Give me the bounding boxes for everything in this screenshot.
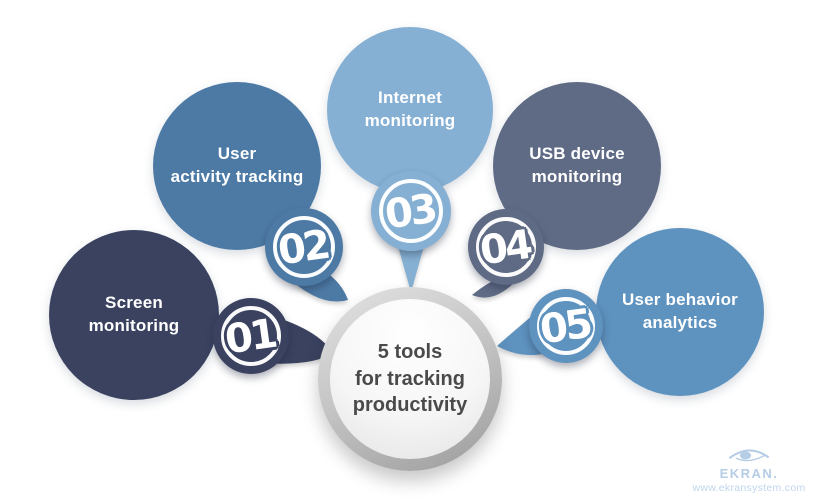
bubble-screen-monitoring: Screen monitoring — [49, 230, 219, 400]
bubble-user-behavior-analytics: User behavior analytics — [596, 228, 764, 396]
badge-01: 01 — [213, 298, 289, 374]
center-hub: 5 tools for tracking productivity — [318, 287, 502, 471]
badge-05: 05 — [529, 289, 603, 363]
hub-inner-disc — [330, 299, 490, 459]
badge-number: 01 — [222, 310, 278, 364]
eye-icon — [729, 449, 769, 462]
badge-02: 02 — [265, 208, 343, 286]
badge-03: 03 — [371, 171, 451, 251]
badge-ring — [476, 217, 536, 277]
badge-ring — [379, 179, 443, 243]
badge-number: 03 — [382, 185, 438, 239]
badge-04: 04 — [468, 209, 544, 285]
badge-ring — [273, 216, 335, 278]
logo-brand: EKRAN. — [719, 466, 779, 481]
bubble-label: Internet monitoring — [364, 88, 456, 130]
badge-ring — [537, 297, 595, 355]
hub-title: 5 tools for tracking productivity — [352, 341, 468, 417]
bubble-internet-monitoring: Internet monitoring — [327, 27, 493, 193]
ekran-logo: EKRAN. www.ekransystem.com — [684, 446, 814, 494]
badge-number: 04 — [477, 221, 533, 275]
bubble-label: USB device monitoring — [529, 144, 625, 186]
bubble-label: User behavior analytics — [622, 290, 738, 332]
badge-number: 02 — [275, 221, 331, 275]
bubble-label: Screen monitoring — [88, 293, 180, 335]
badge-number: 05 — [537, 300, 593, 354]
bubble-label: User activity tracking — [170, 144, 304, 186]
badge-ring — [221, 306, 281, 366]
logo-website: www.ekransystem.com — [692, 482, 806, 494]
